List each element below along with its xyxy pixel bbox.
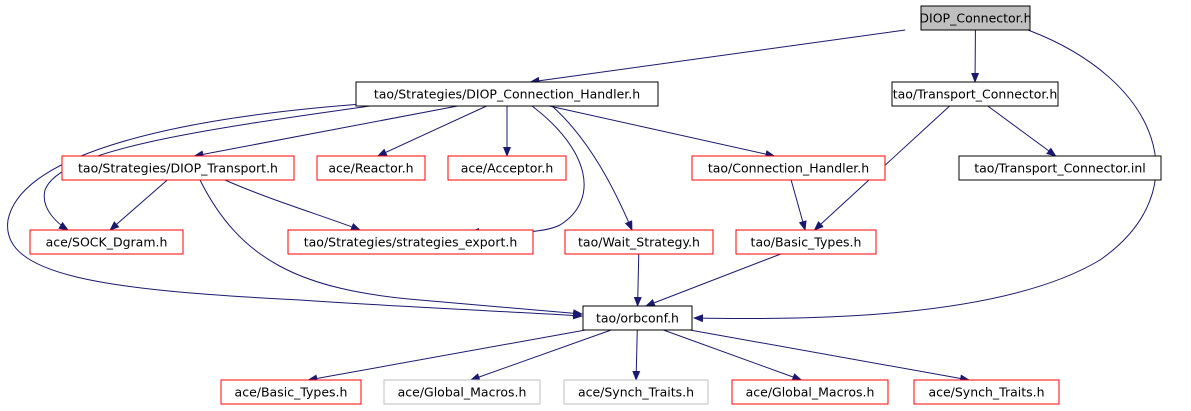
edge-diop_connector_h-to-diop_connection_handler_h	[529, 29, 906, 85]
edge-orbconf_h-to-synch_traits_h	[689, 329, 971, 383]
node-label: ace/Acceptor.h	[461, 161, 554, 176]
edge-diop_connection_handler_h-to-reactor_h	[376, 105, 487, 157]
node-label: tao/Strategies/strategies_export.h	[304, 235, 518, 250]
node-diop_transport_h[interactable]: tao/Strategies/DIOP_Transport.h	[61, 155, 295, 181]
node-diop_connector_h[interactable]: DIOP_Connector.h	[919, 5, 1032, 31]
node-strategies_export_h[interactable]: tao/Strategies/strategies_export.h	[287, 229, 534, 255]
edge-diop_connection_handler_h-to-orbconf_h	[7, 103, 583, 320]
node-box	[563, 379, 709, 405]
node-box	[355, 81, 659, 107]
node-label: tao/Transport_Connector.inl	[974, 161, 1146, 176]
node-acceptor_h[interactable]: ace/Acceptor.h	[447, 155, 567, 181]
node-box	[731, 379, 889, 405]
node-sock_dgram_h[interactable]: ace/SOCK_Dgram.h	[29, 229, 184, 255]
node-global_macros_h_gray[interactable]: ace/Global_Macros.h	[383, 379, 541, 405]
edge-orbconf_h-to-global_macros_h_gray	[469, 329, 612, 381]
edge-diop_transport_h-to-orbconf_h	[199, 179, 583, 318]
node-label: tao/Connection_Handler.h	[708, 161, 869, 176]
edge-transport_connector_h-to-transport_connector_inl	[987, 105, 1057, 157]
edge-diop_connection_handler_h-to-connection_handler_h	[549, 105, 776, 158]
node-box	[920, 5, 1031, 31]
node-label: tao/Transport_Connector.h	[893, 87, 1058, 102]
node-box	[61, 155, 295, 181]
node-reactor_h[interactable]: ace/Reactor.h	[316, 155, 426, 181]
edge-diop_connection_handler_h-to-diop_transport_h	[193, 105, 458, 159]
node-box	[913, 379, 1060, 405]
node-box	[891, 81, 1059, 107]
node-box	[287, 229, 534, 255]
node-label: ace/SOCK_Dgram.h	[46, 235, 168, 250]
node-label: tao/Strategies/DIOP_Transport.h	[78, 161, 278, 176]
node-box	[958, 155, 1162, 181]
node-orbconf_h[interactable]: tao/orbconf.h	[582, 305, 693, 331]
node-synch_traits_h[interactable]: ace/Synch_Traits.h	[913, 379, 1060, 405]
edge-wait_strategy_h-to-orbconf_h	[633, 253, 642, 307]
node-label: tao/orbconf.h	[596, 311, 679, 326]
node-ace_basic_types_h[interactable]: ace/Basic_Types.h	[220, 379, 362, 405]
node-box	[316, 155, 426, 181]
edge-diop_connector_h-to-orbconf_h	[693, 29, 1157, 323]
node-tao_basic_types_h[interactable]: tao/Basic_Types.h	[735, 229, 877, 255]
node-diop_connection_handler_h[interactable]: tao/Strategies/DIOP_Connection_Handler.h	[355, 81, 659, 107]
node-label: DIOP_Connector.h	[919, 11, 1031, 26]
node-transport_connector_h[interactable]: tao/Transport_Connector.h	[891, 81, 1059, 107]
nodes-layer: DIOP_Connector.h tao/Strategies/DIOP_Conn…	[29, 5, 1162, 405]
node-box	[220, 379, 362, 405]
node-box	[564, 229, 714, 255]
node-box	[691, 155, 886, 181]
edge-diop_transport_h-to-strategies_export_h	[224, 179, 361, 231]
edge-orbconf_h-to-synch_traits_h_gray	[632, 329, 641, 381]
node-wait_strategy_h[interactable]: tao/Wait_Strategy.h	[564, 229, 714, 255]
node-label: ace/Global_Macros.h	[398, 385, 527, 400]
node-label: ace/Synch_Traits.h	[928, 385, 1044, 400]
node-label: ace/Basic_Types.h	[235, 385, 348, 400]
node-label: tao/Basic_Types.h	[751, 235, 862, 250]
node-label: ace/Reactor.h	[328, 161, 413, 176]
node-global_macros_h[interactable]: ace/Global_Macros.h	[731, 379, 889, 405]
edge-orbconf_h-to-ace_basic_types_h	[307, 329, 586, 383]
node-transport_connector_inl[interactable]: tao/Transport_Connector.inl	[958, 155, 1162, 181]
edge-diop_transport_h-to-sock_dgram_h	[109, 179, 168, 231]
edge-tao_basic_types_h-to-orbconf_h	[644, 253, 781, 307]
edge-connection_handler_h-to-tao_basic_types_h	[790, 179, 807, 231]
node-box	[383, 379, 541, 405]
node-label: ace/Synch_Traits.h	[578, 385, 694, 400]
node-box	[29, 229, 184, 255]
node-label: tao/Strategies/DIOP_Connection_Handler.h	[374, 87, 640, 102]
node-box	[447, 155, 567, 181]
node-label: tao/Wait_Strategy.h	[578, 235, 700, 250]
node-box	[582, 305, 693, 331]
node-synch_traits_h_gray[interactable]: ace/Synch_Traits.h	[563, 379, 709, 405]
node-box	[735, 229, 877, 255]
node-label: ace/Global_Macros.h	[746, 385, 875, 400]
edge-diop_connection_handler_h-to-wait_strategy_h	[551, 105, 633, 231]
node-connection_handler_h[interactable]: tao/Connection_Handler.h	[691, 155, 886, 181]
edge-orbconf_h-to-global_macros_h	[663, 329, 803, 381]
